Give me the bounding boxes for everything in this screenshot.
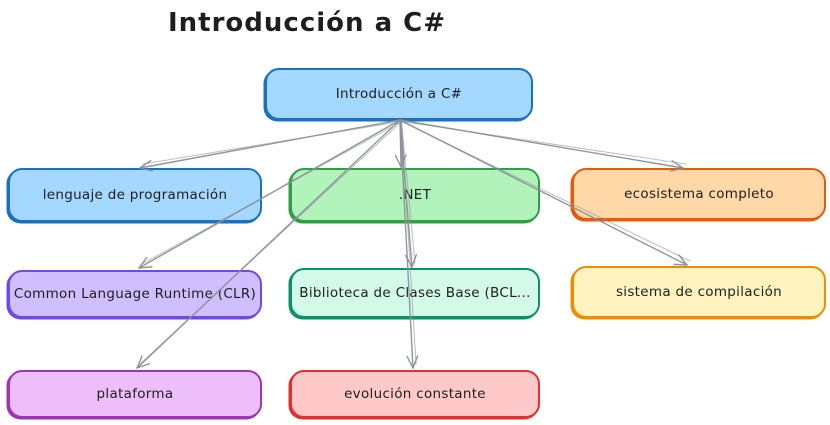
arrow-root-to-lenguaje: [139, 119, 403, 172]
arrow-root-to-ecosistema: [399, 119, 687, 172]
node-ecosistema[interactable]: ecosistema completo: [572, 168, 826, 220]
arrow-root-to-evolucion: [399, 119, 419, 369]
node-lenguaje[interactable]: lenguaje de programación: [8, 168, 262, 222]
node-clr[interactable]: Common Language Runtime (CLR): [8, 270, 262, 318]
node-plataforma[interactable]: plataforma: [8, 370, 262, 418]
node-label: .NET: [398, 187, 432, 203]
node-label: plataforma: [96, 386, 174, 402]
node-label: Biblioteca de Clases Base (BCL...: [299, 285, 531, 301]
node-label: lenguaje de programación: [42, 187, 228, 203]
node-compilacion[interactable]: sistema de compilación: [572, 266, 826, 318]
arrow-root-to-plataforma: [136, 119, 403, 369]
node-label: sistema de compilación: [615, 284, 783, 300]
node-root[interactable]: Introducción a C#: [265, 68, 533, 120]
node-label: ecosistema completo: [624, 186, 774, 202]
node-label: evolución constante: [344, 386, 486, 402]
node-dotnet[interactable]: .NET: [290, 168, 540, 222]
node-label: Introducción a C#: [335, 86, 463, 102]
node-evolucion[interactable]: evolución constante: [290, 370, 540, 418]
arrow-root-to-dotnet: [394, 119, 407, 168]
diagram-title: Introducción a C#: [168, 8, 447, 38]
node-bcl[interactable]: Biblioteca de Clases Base (BCL...: [290, 268, 540, 318]
node-label: Common Language Runtime (CLR): [13, 286, 257, 302]
